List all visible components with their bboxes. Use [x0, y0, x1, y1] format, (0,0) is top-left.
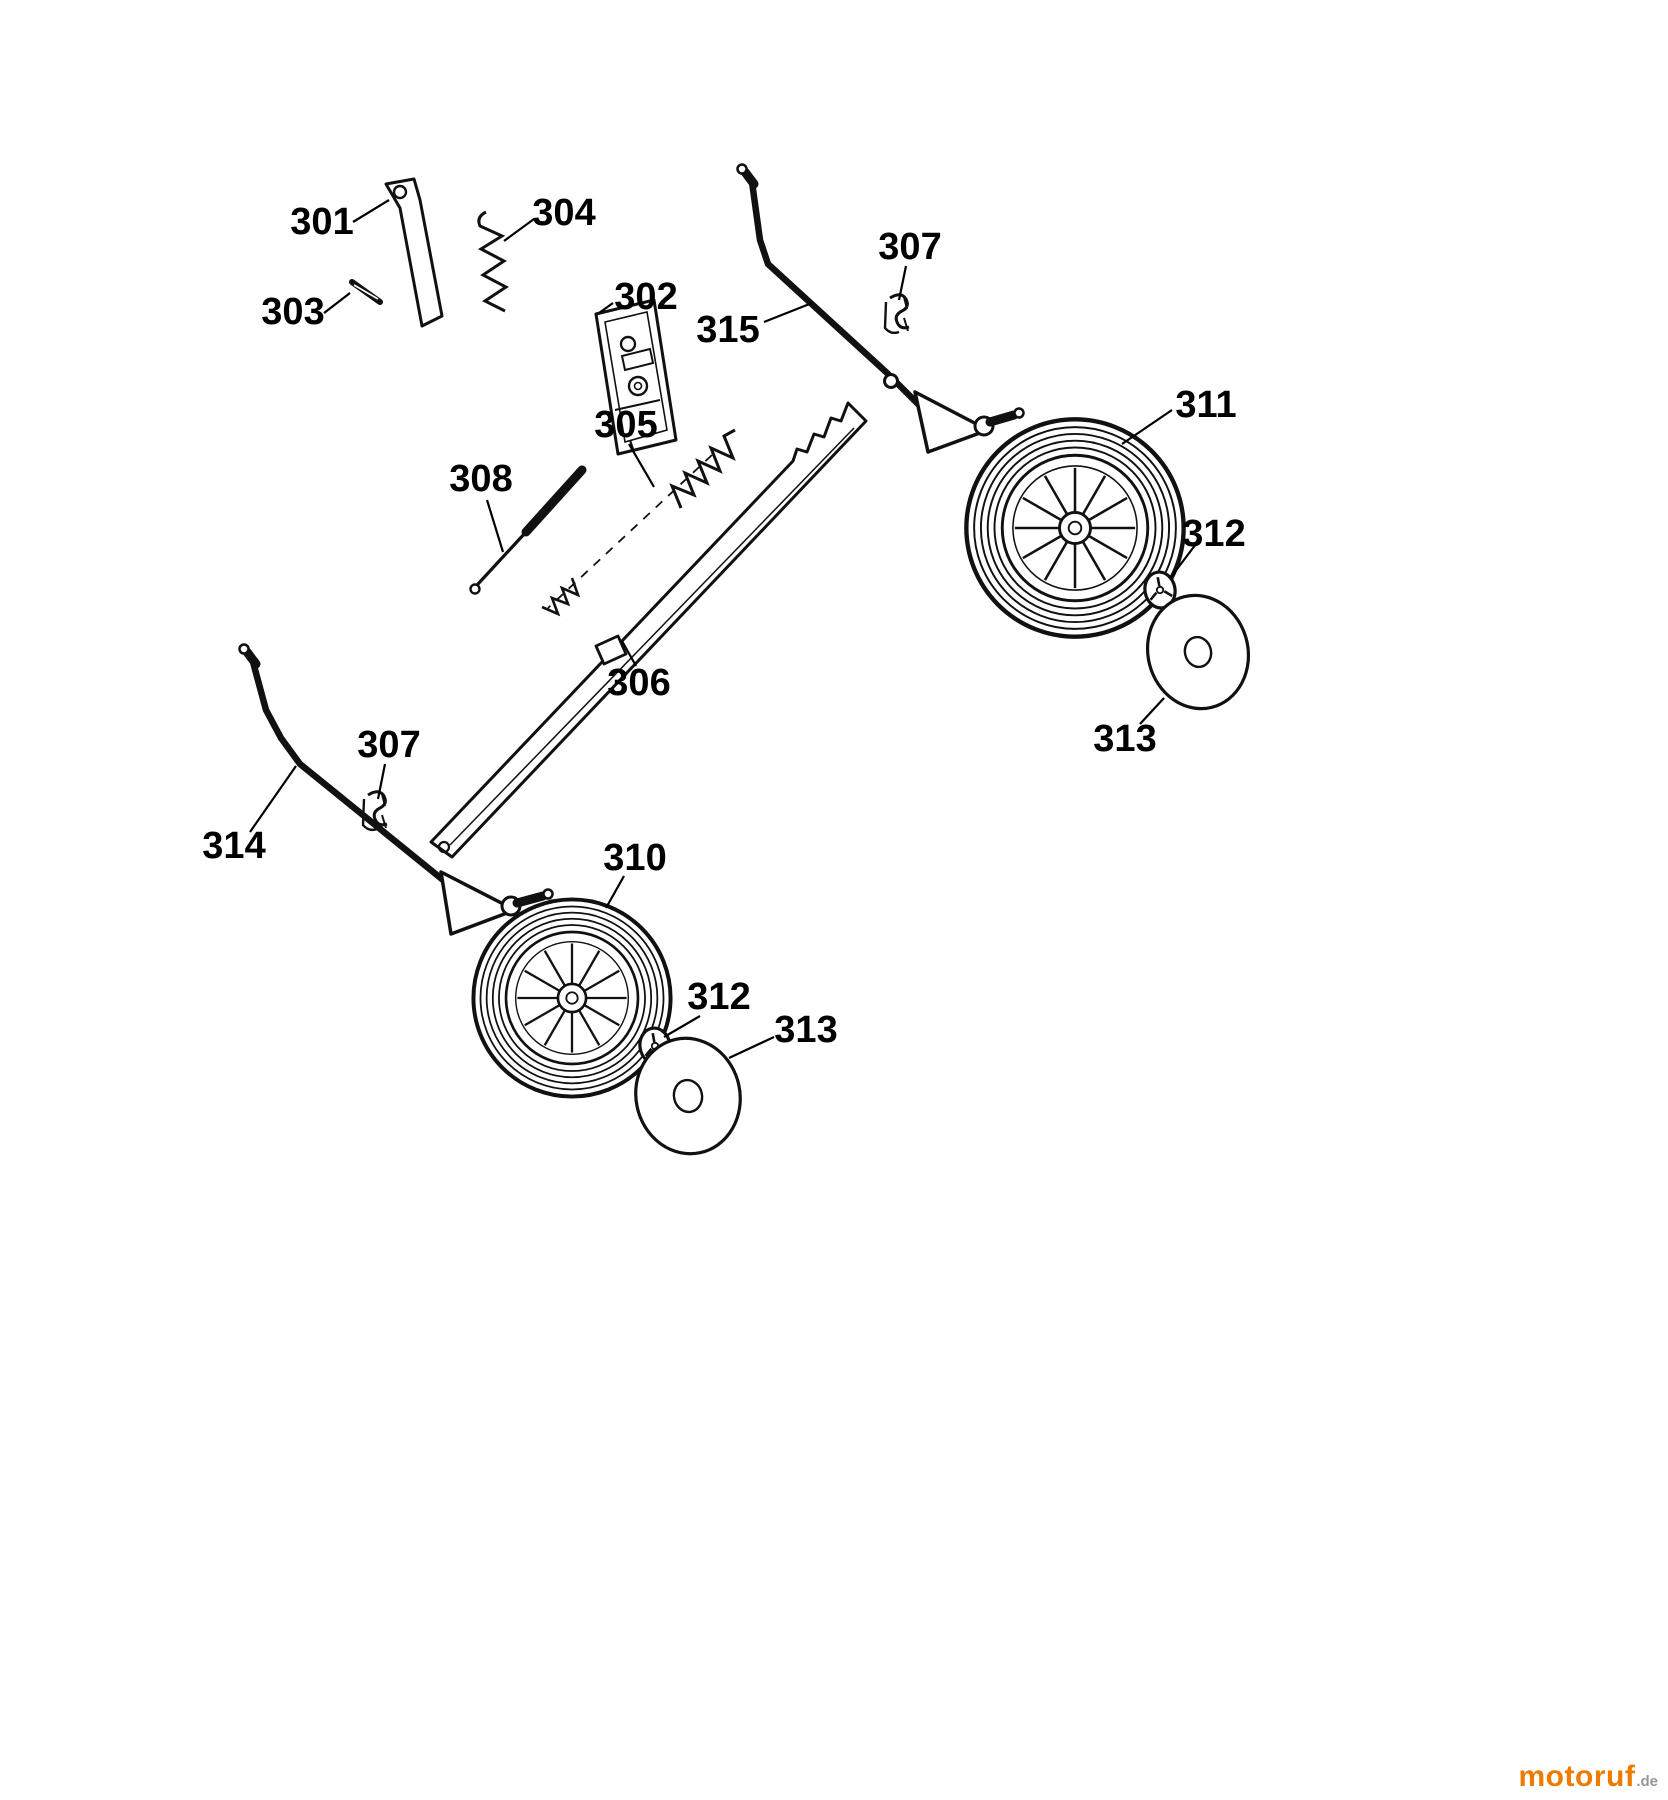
- watermark-brand: motoruf: [1518, 1760, 1636, 1793]
- leader-314: [249, 765, 297, 833]
- part-label-313-upper: 313: [1093, 718, 1156, 760]
- part-label-314: 314: [202, 825, 265, 867]
- watermark: motoruf .de: [1519, 1760, 1659, 1794]
- part-label-304: 304: [532, 192, 595, 234]
- leader-304: [503, 218, 535, 242]
- part-label-302: 302: [614, 276, 677, 318]
- leader-312-lower: [663, 1015, 701, 1038]
- leader-lines: [249, 199, 1197, 1059]
- axle-bracket: [439, 870, 517, 936]
- part-label-315: 315: [696, 309, 759, 351]
- leader-315: [763, 301, 813, 324]
- leader-302: [598, 302, 614, 314]
- part-label-303: 303: [261, 291, 324, 333]
- leader-313-lower: [728, 1036, 775, 1059]
- assembly-axis-dashed: [547, 454, 713, 609]
- part-label-311: 311: [1175, 384, 1236, 426]
- part-313-disc-lower: [634, 1036, 742, 1156]
- part-313-disc-upper: [1145, 593, 1251, 711]
- part-label-306: 306: [607, 662, 670, 704]
- part-labels: 301 303 304 302 315 307 311 305 308 312 …: [202, 192, 1245, 1051]
- part-label-305: 305: [594, 404, 657, 446]
- axle-bracket: [913, 390, 990, 454]
- part-label-310: 310: [603, 837, 666, 879]
- leader-305: [628, 443, 655, 488]
- part-302-latch-plate: [594, 298, 678, 456]
- part-315-axle: [736, 163, 1025, 454]
- leader-311: [1121, 409, 1173, 445]
- part-304-spring: [477, 210, 509, 313]
- lever-tab: [594, 634, 628, 666]
- leader-306: [621, 640, 637, 667]
- axle-stub: [512, 891, 548, 908]
- leader-301: [352, 199, 390, 223]
- part-305-small-spring: [541, 577, 581, 617]
- part-306-adjuster-lever: [429, 401, 868, 859]
- part-label-312-lower: 312: [687, 976, 750, 1018]
- part-301-bracket-strip: [384, 177, 444, 328]
- axle-sleeve: [883, 373, 899, 389]
- part-label-312-upper: 312: [1182, 513, 1245, 555]
- axle-stub: [985, 410, 1019, 427]
- leader-303: [323, 292, 351, 314]
- part-label-307-lower: 307: [357, 724, 420, 766]
- leader-307-lower: [376, 763, 387, 800]
- part-307-clip-upper: [883, 293, 911, 335]
- watermark-tld: .de: [1636, 1773, 1658, 1790]
- part-305-spring: [541, 428, 736, 617]
- part-label-308: 308: [449, 458, 512, 500]
- part-label-301: 301: [290, 201, 353, 243]
- leader-307-upper: [897, 265, 908, 301]
- leader-313-upper: [1139, 697, 1165, 725]
- part-314-axle: [238, 643, 554, 936]
- leader-312-upper: [1170, 543, 1197, 578]
- part-308-rod: [469, 465, 587, 595]
- leader-308: [485, 499, 505, 553]
- part-303-pin: [349, 279, 383, 305]
- leader-310: [605, 875, 625, 909]
- part-label-313-lower: 313: [774, 1009, 837, 1051]
- part-label-307-upper: 307: [878, 226, 941, 268]
